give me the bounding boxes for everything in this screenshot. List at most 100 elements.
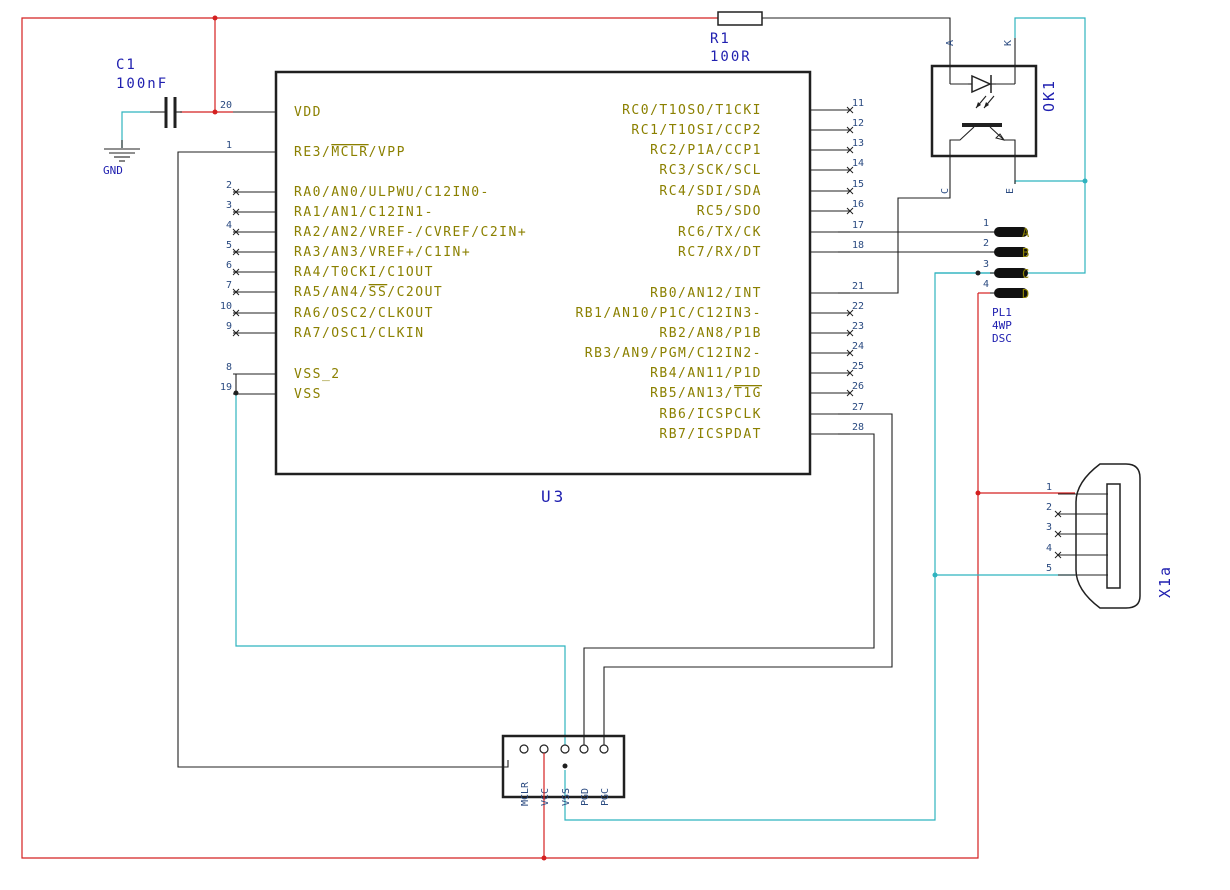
u3-right-pin-label: RB5/AN13/T1G	[650, 386, 762, 401]
pl1-pin-letter: B	[1022, 246, 1029, 260]
ok1-pin-c: C	[940, 188, 951, 194]
r1-value: 100R	[710, 49, 752, 65]
u3-left-pin-number: 6	[226, 260, 232, 271]
r1-ref: R1	[710, 31, 731, 47]
u3-left-pin-noconnect	[232, 309, 240, 317]
ok1-pin-k: K	[1003, 40, 1014, 46]
pl1-pin-number: 2	[983, 238, 989, 249]
u3-left-pin-label: RE3/MCLR/VPP	[294, 145, 406, 160]
u3-left-pin-number: 4	[226, 220, 232, 231]
gnd-symbol: GND	[103, 140, 140, 177]
u3-right-pin-noconnect	[846, 309, 854, 317]
u3-right-pin-number: 23	[852, 321, 864, 332]
pl1-pin-letter: D	[1022, 287, 1029, 301]
u3-right-pin-label: RC4/SDI/SDA	[659, 184, 762, 199]
u3-right-pin-number: 13	[852, 138, 864, 149]
u3-right-pin-noconnect	[846, 187, 854, 195]
connector-pl1: 1A 2B 3C 4D PL1 4WP DSC	[983, 218, 1030, 345]
u3-left-pin-label: RA0/AN0/ULPWU/C12IN0-	[294, 185, 490, 200]
u3-right-pin-label: RC2/P1A/CCP1	[650, 143, 762, 158]
u3-right-pin-label: RC0/T1OSO/T1CKI	[622, 103, 762, 118]
x1a-pin-noconnect	[1054, 510, 1062, 518]
u3-right-pin-noconnect	[846, 329, 854, 337]
icsp-pin-hole	[539, 744, 549, 754]
u3-left-pin-noconnect	[232, 329, 240, 337]
u3-pin-suffix: /VPP	[369, 145, 406, 160]
pl1-ref: PL1	[992, 306, 1012, 319]
u3-right-pin-noconnect	[846, 349, 854, 357]
pl1-pin-letter: C	[1022, 267, 1029, 281]
u3-right-pin-label: RB4/AN11/P1D	[650, 366, 762, 381]
c1-value: 100nF	[116, 76, 168, 92]
u3-right-pin-number: 22	[852, 301, 864, 312]
u3-right-pin-noconnect	[846, 126, 854, 134]
u3-left-pin-noconnect	[232, 268, 240, 276]
u3-right-pin-noconnect	[846, 166, 854, 174]
x1a-pin-number: 1	[1046, 482, 1052, 493]
signal-wires	[177, 17, 990, 768]
pl1-pin-body	[994, 268, 1028, 278]
gnd-label: GND	[103, 164, 123, 177]
x1a-pin-number: 2	[1046, 502, 1052, 513]
u3-left-pin-number: 10	[220, 301, 232, 312]
u3-right-pin-label: RC5/SDO	[697, 204, 762, 219]
icsp-pin-hole	[560, 744, 570, 754]
u3-right-pin-number: 15	[852, 179, 864, 190]
pl1-line2: 4WP	[992, 319, 1012, 332]
icsp-pin-label: VCC	[540, 788, 551, 806]
pl1-pin-number: 3	[983, 259, 989, 270]
ok1-pin-e: E	[1005, 188, 1016, 194]
x1a-pin-number: 4	[1046, 543, 1052, 554]
u3-left-pin-label: RA7/OSC1/CLKIN	[294, 326, 425, 341]
icsp-pin-label: MCLR	[520, 781, 531, 806]
pl1-pin-number: 1	[983, 218, 989, 229]
u3-right-pin-number: 17	[852, 220, 864, 231]
u3-left-pin-label: RA5/AN4/SS/C2OUT	[294, 285, 443, 300]
u3-right-pin-number: 16	[852, 199, 864, 210]
u3-left-pin-number: 20	[220, 100, 232, 111]
u3-right-pin-noconnect	[846, 207, 854, 215]
u3-left-pin-label: RA1/AN1/C12IN1-	[294, 205, 434, 220]
c1-ref: C1	[116, 57, 137, 73]
u3-left-pin-number: 1	[226, 140, 232, 151]
u3-right-pin-label: RC3/SCK/SCL	[659, 163, 762, 178]
capacitor-c1: C1 100nF	[116, 57, 182, 128]
u3-left-pin-number: 7	[226, 280, 232, 291]
icsp-pin-label: PGD	[580, 788, 591, 806]
u3-pin-overline: MCLR	[331, 145, 368, 160]
u3-right-pin-label: RC7/RX/DT	[678, 245, 762, 260]
u3-left-pin-number: 19	[220, 382, 232, 393]
u3-right-pin-number: 11	[852, 98, 864, 109]
icsp-pin-label: PGC	[600, 788, 611, 806]
u3-right-pin-label: RC1/T1OSI/CCP2	[631, 123, 762, 138]
pl1-pin-number: 4	[983, 279, 989, 290]
u3-left-pin-label: VSS	[294, 387, 322, 402]
pl1-pin-body	[994, 288, 1028, 298]
u3-right-pin-number: 18	[852, 240, 864, 251]
u3-left-pin-label: VSS_2	[294, 367, 341, 382]
icsp-pin-hole	[519, 744, 529, 754]
u3-pin-overline: T1G	[734, 386, 762, 401]
u3-left-pin-number: 2	[226, 180, 232, 191]
u3-right-pin-label: RB0/AN12/INT	[650, 286, 762, 301]
u3-right-pin-number: 21	[852, 281, 864, 292]
u3-left-pin-number: 9	[226, 321, 232, 332]
pl1-pin-letter: A	[1022, 226, 1030, 240]
u3-right-pin-label: RB3/AN9/PGM/C12IN2-	[585, 346, 762, 361]
u3-right-pin-number: 25	[852, 361, 864, 372]
u3-left-pin-noconnect	[232, 228, 240, 236]
u3-right-pin-noconnect	[846, 369, 854, 377]
pl1-line3: DSC	[992, 332, 1012, 345]
u3-pin-overline: SS	[369, 285, 388, 300]
u3-right-pin-noconnect	[846, 106, 854, 114]
u3-left-pin-noconnect	[232, 288, 240, 296]
u3-right-pin-label: RB1/AN10/P1C/C12IN3-	[575, 306, 762, 321]
u3-left-pin-noconnect	[232, 208, 240, 216]
pl1-pins: 1A 2B 3C 4D	[983, 218, 1030, 301]
vcc-net	[21, 15, 1075, 861]
